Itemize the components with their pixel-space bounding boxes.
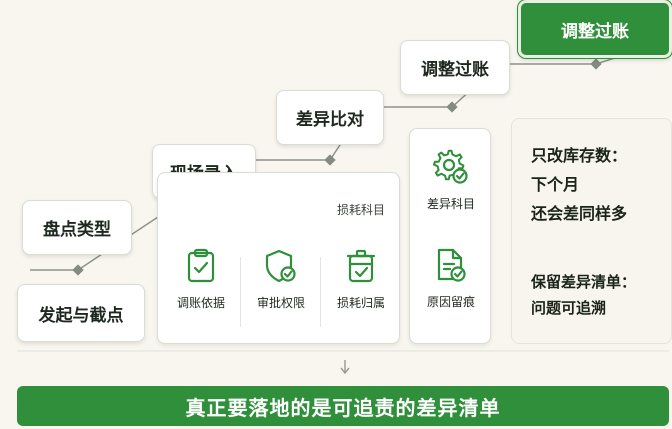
step-label: 调整过账 <box>421 60 489 80</box>
node-diamond-5 <box>590 58 602 70</box>
divider <box>320 257 321 327</box>
step-diff-compare: 差异比对 <box>276 90 384 145</box>
loss-subject-panel: 损耗科目 调账依据 审批权限 损耗归属 <box>157 172 400 344</box>
step-label: 差异比对 <box>296 110 364 130</box>
document-check-icon <box>437 248 466 282</box>
item-label: 原因留痕 <box>426 295 475 309</box>
note-keep-diff-list: 保留差异清单： 问题可追溯 <box>531 269 636 321</box>
step-label: 发起与截点 <box>38 305 124 326</box>
step-start-and-cutoff: 发起与截点 <box>17 284 145 342</box>
notes-panel: 只改库存数： 下个月 还会差同样多 保留差异清单： 问题可追溯 <box>511 118 672 344</box>
loss-item-adjust-basis: 调账依据 <box>161 248 241 311</box>
note-line: 只改库存数： <box>531 146 628 165</box>
item-label: 审批权限 <box>256 296 305 310</box>
conclusion-banner: 真正要落地的是可追责的差异清单 <box>17 386 669 426</box>
diff-item-reason-trace: 原因留痕 <box>411 247 491 310</box>
panel-title: 损耗科目 <box>336 203 385 217</box>
note-line: 保留差异清单： <box>531 273 637 291</box>
note-only-change-stock: 只改库存数： 下个月 还会差同样多 <box>531 141 627 228</box>
banner-text: 真正要落地的是可追责的差异清单 <box>185 395 501 420</box>
note-line: 下个月 <box>531 175 580 194</box>
diff-subject-panel: 差异科目 原因留痕 <box>409 128 491 344</box>
clipboard-check-icon <box>187 248 215 283</box>
node-diamond-1 <box>72 264 84 276</box>
step-adjust-posting: 调整过账 <box>400 40 510 95</box>
node-diamond-3 <box>324 154 336 166</box>
step-label: 调整过账 <box>561 21 629 42</box>
step-label: 盘点类型 <box>43 220 111 240</box>
divider <box>240 257 241 327</box>
trash-check-icon <box>346 249 376 283</box>
loss-item-approval-authority: 审批权限 <box>241 248 321 311</box>
down-arrow-icon <box>340 360 350 375</box>
loss-item-loss-attribution: 损耗归属 <box>321 248 401 311</box>
item-label: 调账依据 <box>176 296 225 310</box>
item-label: 损耗归属 <box>336 296 385 310</box>
gear-check-icon <box>433 149 468 184</box>
diff-item-diff-subject: 差异科目 <box>411 149 491 212</box>
step-adjust-posting-active: 调整过账 <box>518 0 672 58</box>
note-line: 还会差同样多 <box>531 204 628 223</box>
shield-check-icon <box>265 249 296 283</box>
item-label: 差异科目 <box>426 197 475 211</box>
note-line: 问题可追溯 <box>531 299 607 317</box>
step-count-type: 盘点类型 <box>22 200 132 255</box>
